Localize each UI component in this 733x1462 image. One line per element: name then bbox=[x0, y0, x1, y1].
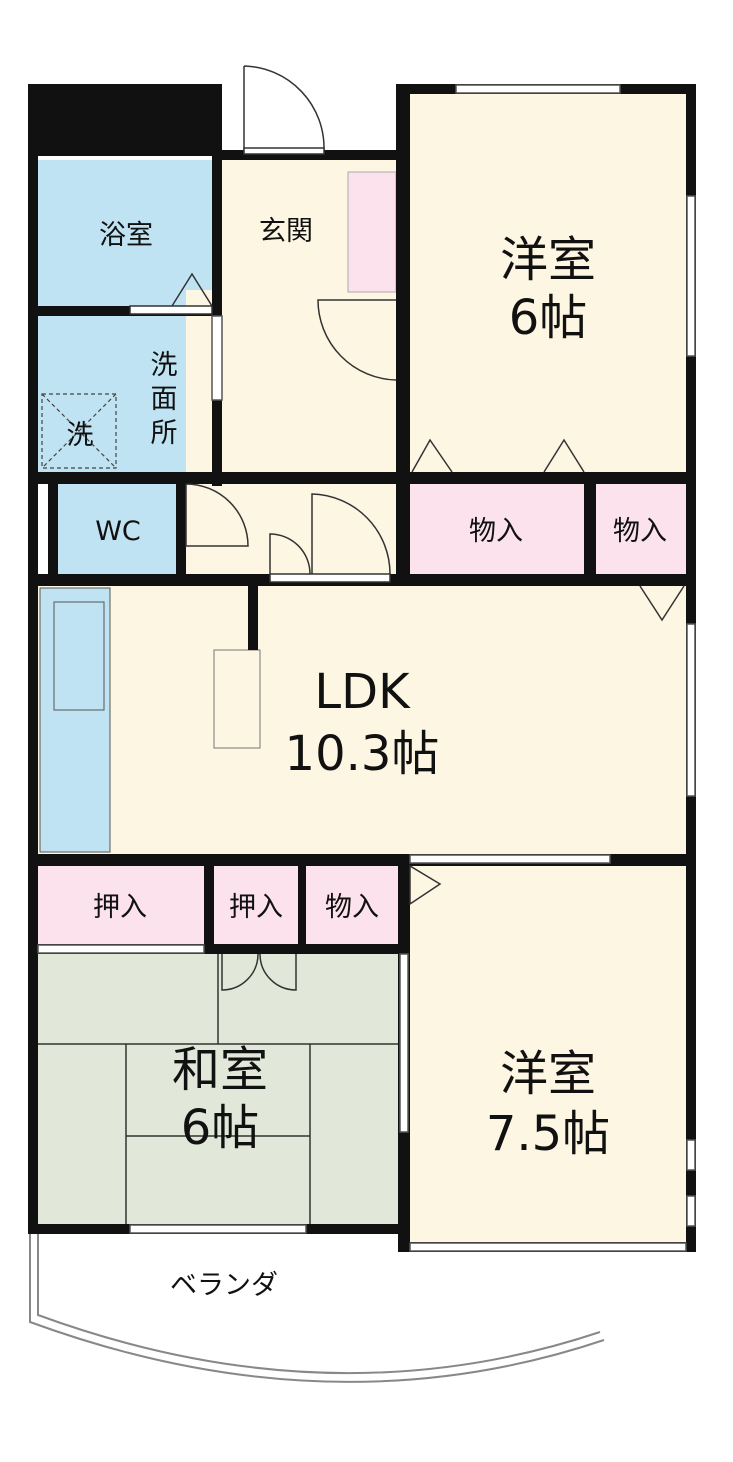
closet-w1a-label: 物入 bbox=[469, 516, 523, 547]
oshiire1-label: 押入 bbox=[93, 892, 147, 923]
kitchen-island bbox=[213, 649, 261, 749]
balcony-label: ベランダ bbox=[170, 1270, 278, 1301]
balcony-outline-inner bbox=[37, 1232, 601, 1375]
wc-label: WC bbox=[95, 516, 141, 547]
svg-text:所: 所 bbox=[151, 418, 178, 449]
svg-text:洗: 洗 bbox=[151, 350, 178, 381]
japanese-size: 6帖 bbox=[181, 1100, 260, 1156]
svg-text:面: 面 bbox=[151, 384, 178, 415]
closet-w1b-label: 物入 bbox=[613, 516, 667, 547]
western2-name: 洋室 bbox=[500, 1046, 596, 1102]
closet-ldk-label: 物入 bbox=[325, 892, 379, 923]
western1-size: 6帖 bbox=[509, 290, 588, 346]
ldk-fill bbox=[38, 586, 686, 854]
bath-fill bbox=[38, 160, 212, 306]
entrance-label: 玄関 bbox=[259, 216, 313, 247]
shoe-closet bbox=[347, 171, 397, 293]
sink bbox=[53, 601, 105, 711]
pipe-space bbox=[28, 84, 222, 156]
ldk-size: 10.3帖 bbox=[285, 726, 440, 782]
washroom-label: 洗 面 所 bbox=[151, 350, 178, 449]
balcony-outline bbox=[29, 1232, 605, 1383]
western1-fill bbox=[410, 94, 686, 474]
bath-label: 浴室 bbox=[99, 220, 153, 251]
oshiire2-label: 押入 bbox=[229, 892, 283, 923]
oshiire2-fill bbox=[214, 866, 298, 944]
western2-size: 7.5帖 bbox=[486, 1106, 610, 1162]
washer-label: 洗 bbox=[67, 420, 94, 451]
closet-w1a-fill bbox=[410, 484, 584, 574]
closet-w1b-fill bbox=[596, 484, 686, 574]
japanese-name: 和室 bbox=[172, 1042, 268, 1098]
windows bbox=[37, 84, 696, 1252]
ldk-name: LDK bbox=[314, 664, 411, 720]
tatami-lines bbox=[38, 954, 398, 1224]
oshiire1-fill bbox=[38, 866, 204, 944]
doors bbox=[129, 65, 685, 991]
washer-box bbox=[41, 393, 117, 469]
closet-ldk-fill bbox=[306, 866, 398, 944]
western1-name: 洋室 bbox=[500, 232, 596, 288]
western2-fill bbox=[410, 866, 686, 1242]
wc-fill bbox=[58, 484, 176, 574]
